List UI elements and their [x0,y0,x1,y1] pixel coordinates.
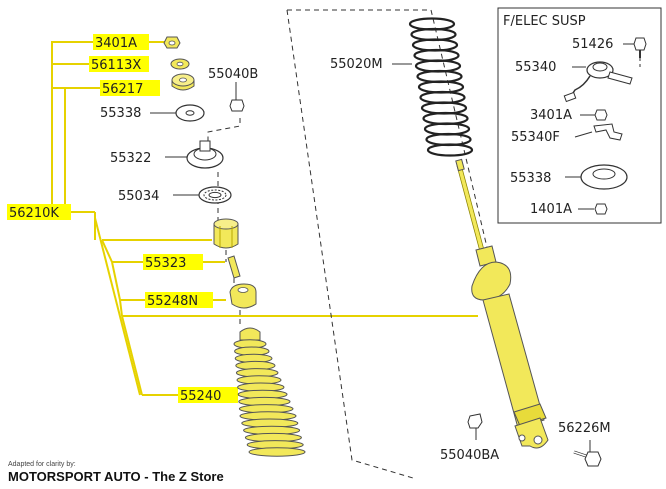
part-55040b-nut[interactable] [229,99,245,112]
inset-label-3401a[interactable]: 3401A [530,108,572,123]
spring-coil [425,132,472,147]
part-55040ba-nut[interactable] [467,413,483,429]
label-55034[interactable]: 55034 [118,189,159,204]
boot-cap [239,327,261,341]
part-55323-spacer[interactable] [227,255,241,279]
inset-part-55340f-bracket[interactable] [593,123,623,141]
inset-label-55338[interactable]: 55338 [510,171,551,186]
inset-part-55338-plate[interactable] [580,164,628,190]
label-55240[interactable]: 55240 [180,389,221,404]
label-55040b[interactable]: 55040B [208,67,258,82]
label-3401a[interactable]: 3401A [95,36,137,51]
label-55338[interactable]: 55338 [100,106,141,121]
label-55248n[interactable]: 55248N [147,294,198,309]
inset-part-51426-screw[interactable] [633,37,647,58]
spring-coil [417,80,465,94]
label-56217[interactable]: 56217 [102,82,143,97]
inset-label-51426[interactable]: 51426 [572,37,613,52]
spring-coil [419,90,466,105]
part-55322-seat[interactable] [186,140,224,169]
label-55040ba[interactable]: 55040BA [440,448,499,463]
inset-part-3401a-nut[interactable] [594,109,608,121]
inset-part-55340-actuator[interactable] [563,61,633,103]
label-55020m[interactable]: 55020M [330,57,383,72]
part-55020m-coil-spring[interactable] [408,17,474,157]
part-55248n-bumper[interactable] [229,283,257,309]
spring-coil [422,111,469,126]
inset-part-1401a-nut[interactable] [594,203,608,215]
label-55322[interactable]: 55322 [110,151,151,166]
part-strut-assembly[interactable] [455,158,549,449]
label-highlights [7,34,238,403]
boot-fold [248,447,306,457]
part-55240-dust-boot[interactable] [233,327,306,457]
spring-coil [411,38,459,52]
part-55034-bearing[interactable] [198,186,232,204]
spring-coil [413,48,460,63]
part-55338-plate[interactable] [175,104,205,122]
part-56226m-bolt[interactable] [573,450,602,467]
part-3401a-nut[interactable] [163,36,181,49]
footer-adapted: Adapted for clarity by: [8,461,76,468]
inset-label-55340f[interactable]: 55340F [511,130,560,145]
label-56113x[interactable]: 56113X [91,58,141,73]
label-56210k[interactable]: 56210K [9,206,59,221]
inset-label-1401a[interactable]: 1401A [530,202,572,217]
inset-box: F/ELEC SUSP 51426 55340 3401A 55340F 553… [497,7,662,224]
callout-tree [51,41,478,396]
inset-label-55340[interactable]: 55340 [515,60,556,75]
label-55323[interactable]: 55323 [145,256,186,271]
spring-coil [408,17,456,31]
spring-coil [423,122,471,136]
spring-coil [410,27,457,42]
part-56217-bushing[interactable] [171,73,195,91]
inset-title: F/ELEC SUSP [503,14,586,29]
spring-coil [414,59,462,73]
part-56210k-insulator[interactable] [213,218,239,249]
part-56113x-washer[interactable] [170,58,190,70]
label-56226m[interactable]: 56226M [558,421,611,436]
spring-coil [426,143,474,157]
footer-brand[interactable]: MOTORSPORT AUTO - The Z Store [8,469,224,484]
spring-coil [420,101,468,115]
spring-coil [416,69,463,84]
